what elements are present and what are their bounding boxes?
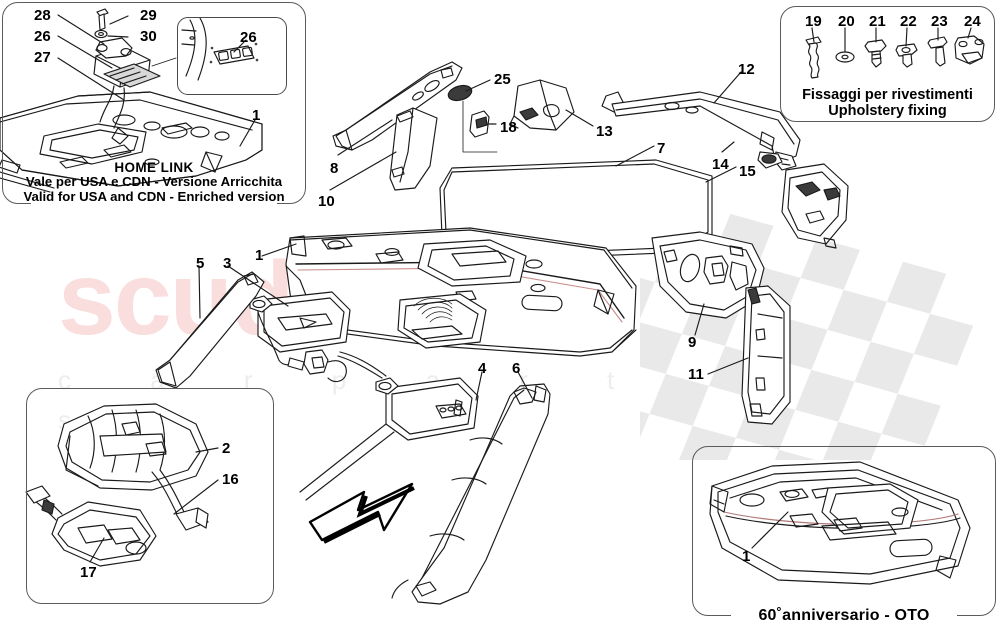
- callout-15: 15: [739, 163, 756, 180]
- callout-25: 25: [494, 71, 511, 88]
- anniversary-caption: 60˚anniversario - OTO: [758, 607, 930, 625]
- callout-5: 5: [196, 255, 205, 272]
- callout-7: 7: [657, 140, 666, 157]
- callout-4: 4: [478, 360, 487, 377]
- callout-21: 21: [869, 13, 886, 30]
- callout-3: 3: [223, 255, 232, 272]
- callout-16: 16: [222, 471, 239, 488]
- callout-26-left: 26: [34, 28, 51, 45]
- callout-29: 29: [140, 7, 157, 24]
- callout-1-homelink: 1: [252, 107, 261, 124]
- home-link-switch-detail-inset: [177, 17, 287, 95]
- callout-11: 11: [688, 366, 704, 383]
- fixings-caption: Fissaggi per rivestimenti Upholstery fix…: [781, 87, 994, 119]
- callout-12: 12: [738, 61, 755, 78]
- callout-19: 19: [805, 13, 822, 30]
- home-link-caption-line2: Vale per USA e CDN - Versione Arricchita: [25, 174, 283, 190]
- home-link-caption: HOME LINK Vale per USA e CDN - Versione …: [3, 160, 305, 205]
- callout-18: 18: [500, 119, 517, 136]
- callout-10: 10: [318, 193, 335, 210]
- callout-9: 9: [688, 334, 697, 351]
- home-link-caption-line3: Valid for USA and CDN - Enriched version: [23, 189, 285, 205]
- callout-26-inset: 26: [240, 29, 257, 46]
- callout-24: 24: [964, 13, 981, 30]
- callout-20: 20: [838, 13, 855, 30]
- upholstery-fixings-panel: Fissaggi per rivestimenti Upholstery fix…: [780, 6, 995, 122]
- callout-30: 30: [140, 28, 157, 45]
- fixings-caption-line1: Fissaggi per rivestimenti: [802, 86, 973, 103]
- callout-17: 17: [80, 564, 97, 581]
- callout-27: 27: [34, 49, 51, 66]
- callout-2: 2: [222, 440, 231, 457]
- callout-1-main: 1: [255, 247, 264, 264]
- home-link-panel: HOME LINK Vale per USA e CDN - Versione …: [2, 2, 306, 207]
- callout-14: 14: [712, 156, 729, 173]
- callout-23: 23: [931, 13, 948, 30]
- interior-light-panel: [26, 388, 274, 604]
- callout-13: 13: [596, 123, 613, 140]
- fixings-caption-line2: Upholstery fixing: [828, 102, 947, 119]
- anniversary-panel: 60˚anniversario - OTO: [692, 446, 996, 624]
- callout-1-anniversary: 1: [742, 548, 751, 565]
- callout-22: 22: [900, 13, 917, 30]
- callout-8: 8: [330, 160, 339, 177]
- callout-28: 28: [34, 7, 51, 24]
- home-link-caption-line1: HOME LINK: [114, 160, 194, 176]
- callout-6: 6: [512, 360, 521, 377]
